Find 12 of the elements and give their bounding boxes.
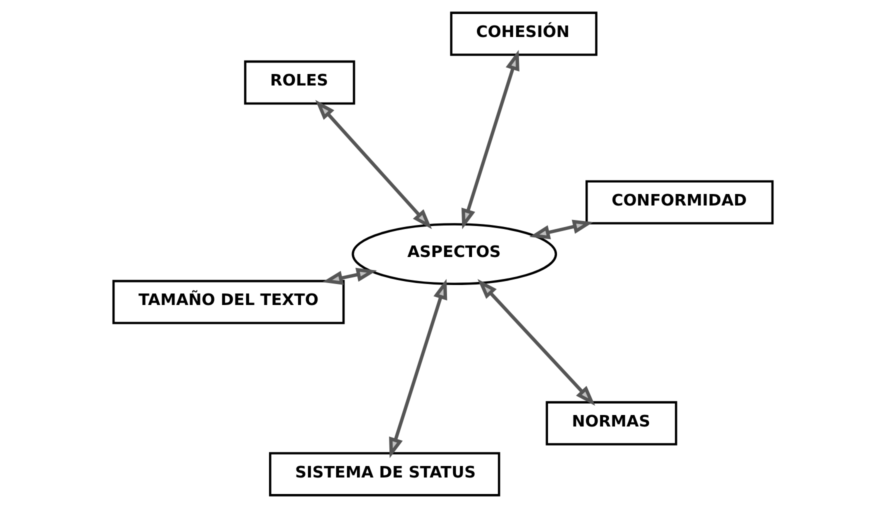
node-box: CONFORMIDAD (586, 180, 774, 224)
node-box: NORMAS (546, 401, 678, 446)
arrow (389, 278, 448, 458)
node-box: TAMAÑO DEL TEXTO (112, 280, 345, 324)
arrow (529, 220, 594, 240)
node-box: ROLES (244, 60, 356, 105)
arrow (478, 279, 596, 406)
node-box: COHESIÓN (450, 12, 598, 56)
arrow (462, 50, 520, 230)
node-box: SISTEMA DE STATUS (269, 452, 500, 496)
arrow (315, 100, 432, 230)
arrow (322, 268, 377, 285)
